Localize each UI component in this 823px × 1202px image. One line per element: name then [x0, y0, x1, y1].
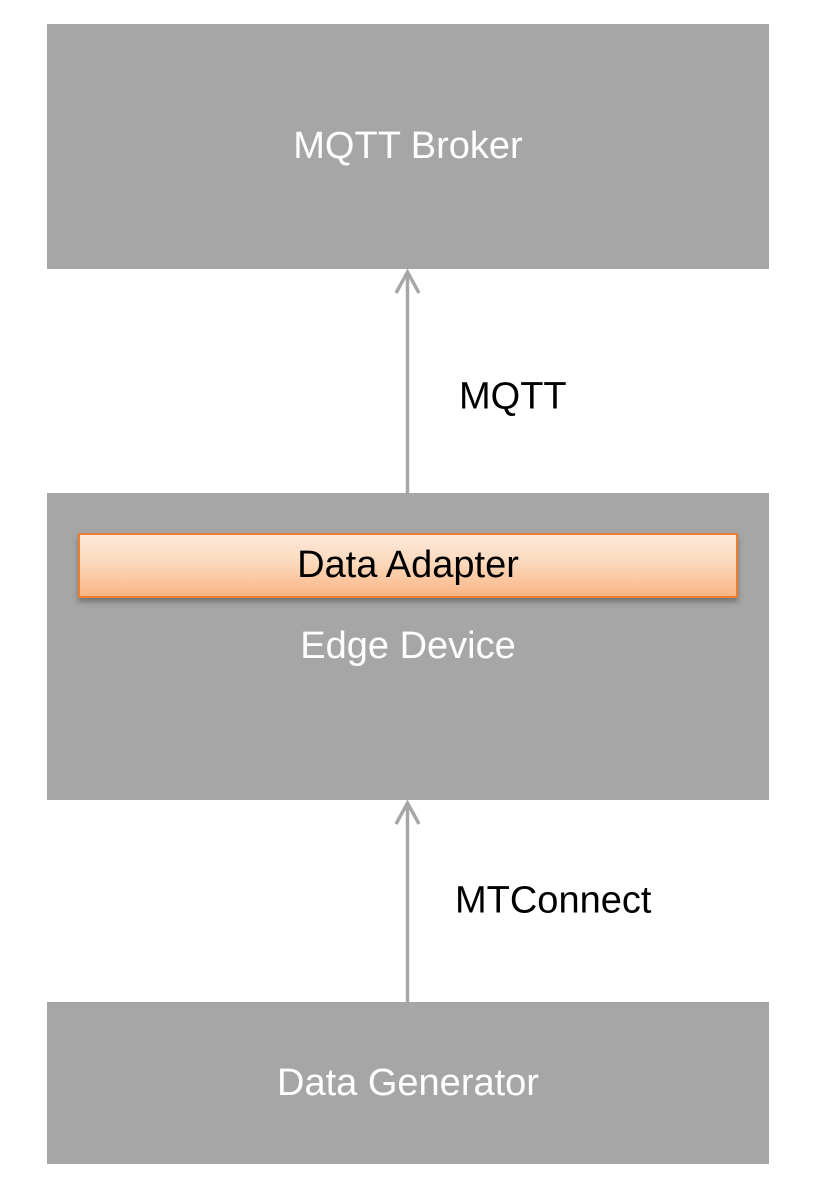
node-mqtt-broker-label: MQTT Broker — [293, 125, 523, 167]
node-data-adapter: Data Adapter — [78, 533, 738, 598]
node-data-adapter-label: Data Adapter — [297, 544, 519, 586]
arrow-edge-to-broker-icon — [392, 268, 424, 498]
node-data-generator: Data Generator — [47, 1002, 769, 1164]
edge-label-mtconnect: MTConnect — [455, 879, 652, 922]
node-mqtt-broker: MQTT Broker — [47, 24, 769, 269]
node-edge-device-label: Edge Device — [300, 625, 516, 667]
arrow-generator-to-edge-icon — [392, 799, 424, 1003]
edge-label-mqtt: MQTT — [459, 375, 567, 418]
node-data-generator-label: Data Generator — [277, 1061, 539, 1104]
